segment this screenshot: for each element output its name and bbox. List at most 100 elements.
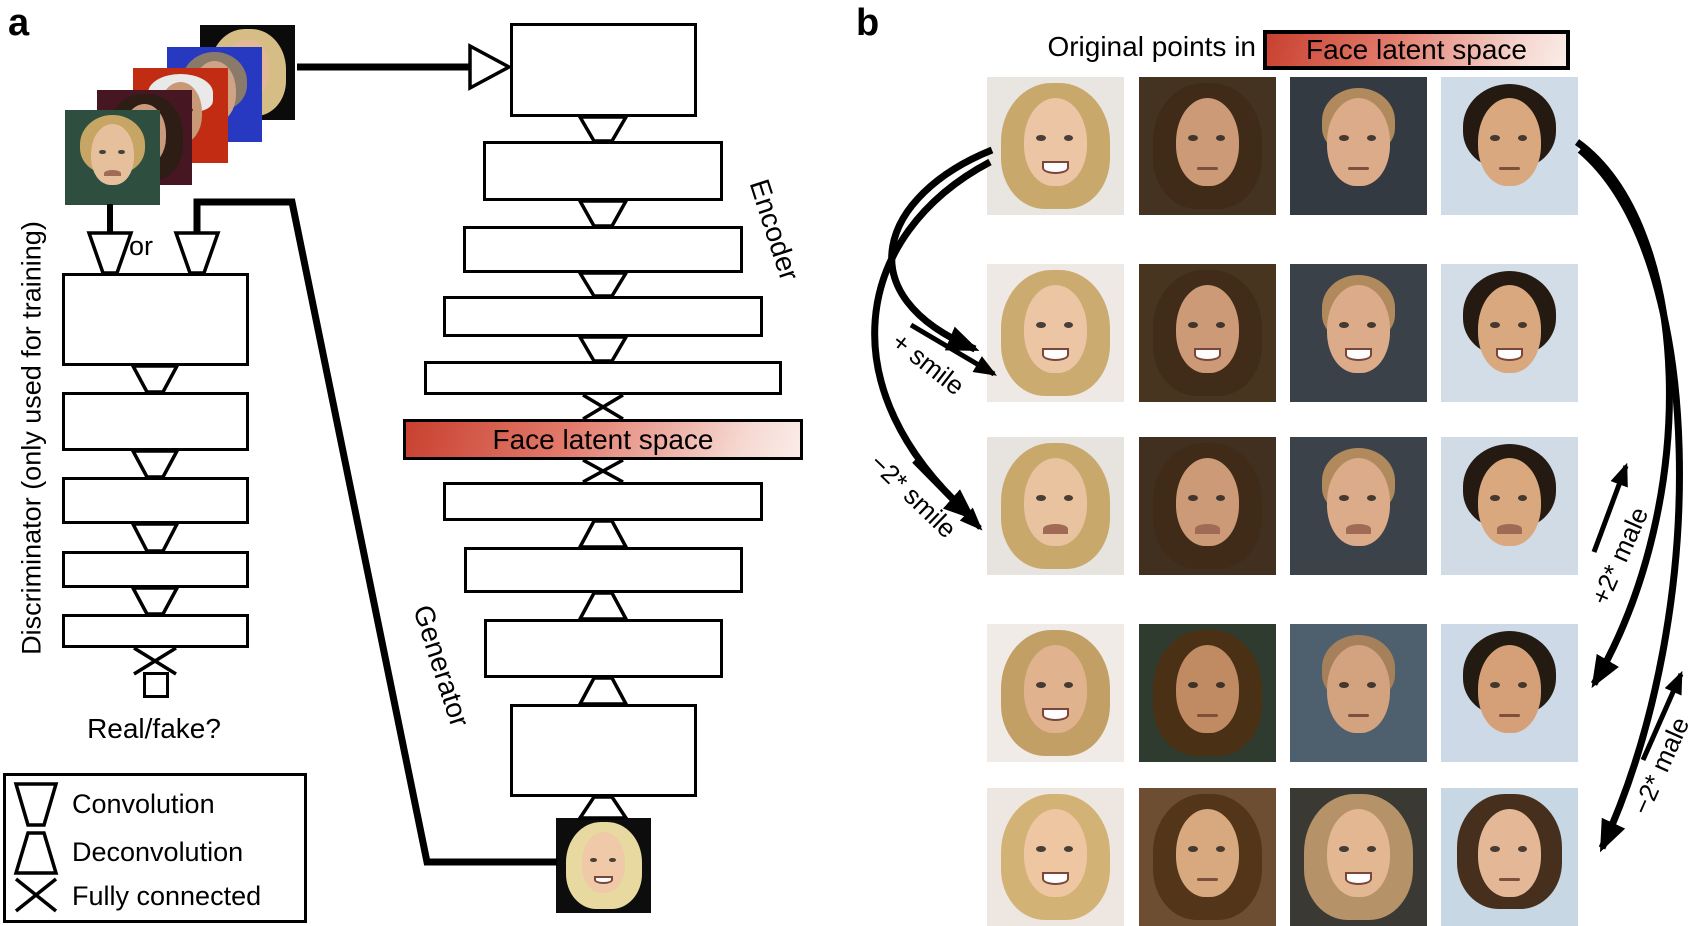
left-eye — [1339, 494, 1349, 502]
left-eye — [1490, 321, 1500, 329]
left-eye — [1490, 134, 1500, 142]
face-row1-col1 — [987, 77, 1124, 215]
right-eye — [1063, 321, 1074, 329]
mouth — [1495, 348, 1524, 361]
legend-label-fully-connected: Fully connected — [72, 881, 262, 911]
mouth — [1344, 348, 1373, 361]
left-eye — [1188, 845, 1198, 853]
mouth — [1041, 708, 1070, 721]
minus-2-smile-label: −2* smile — [864, 447, 963, 544]
encoder-layer-1 — [510, 23, 697, 117]
left-eye — [1339, 681, 1349, 689]
left-eye — [1188, 321, 1198, 329]
generator-layer-2 — [464, 547, 743, 593]
deconvolution-icon — [577, 591, 629, 621]
mouth — [594, 875, 613, 885]
face — [1477, 808, 1541, 897]
encoder-layer-2 — [483, 141, 723, 201]
mouth — [1498, 713, 1521, 717]
right-eye — [1215, 681, 1226, 689]
discriminator-layer-2 — [62, 392, 249, 451]
right-eye — [1215, 134, 1226, 142]
left-eye — [590, 857, 597, 863]
right-eye — [1517, 321, 1528, 329]
discriminator-layer-5 — [62, 614, 249, 648]
encoder-layer-3 — [463, 226, 743, 273]
left-eye — [1188, 134, 1198, 142]
face-row3-col2 — [1139, 437, 1276, 575]
face-row4-col1 — [987, 624, 1124, 762]
face-row2-col3 — [1290, 264, 1427, 402]
generator-label: Generator — [407, 601, 476, 731]
panel-b-label: b — [856, 2, 880, 44]
face-row5-col1 — [987, 788, 1124, 926]
discriminator-layer-3 — [62, 477, 249, 524]
generated-image — [556, 818, 651, 913]
mouth — [1041, 161, 1070, 174]
convolution-icon — [86, 231, 134, 275]
face-latent-space-badge-label: Face latent space — [1305, 34, 1528, 65]
left-eye — [1490, 494, 1500, 502]
right-eye — [1366, 134, 1377, 142]
panel-a-label: a — [8, 2, 30, 44]
left-eye — [1490, 681, 1500, 689]
left-eye — [1339, 845, 1349, 853]
left-eye — [1036, 134, 1046, 142]
left-eye — [99, 149, 106, 155]
discriminator-label: Discriminator (only used for training) — [16, 221, 47, 655]
fully-connected-icon — [582, 458, 624, 484]
face — [1175, 808, 1239, 897]
left-eye — [1339, 134, 1349, 142]
deconvolution-icon — [576, 795, 630, 820]
convolution-icon — [130, 449, 180, 479]
right-eye — [1517, 681, 1528, 689]
left-eye — [1490, 845, 1500, 853]
right-eye — [1366, 494, 1377, 502]
plus-smile-label: + smile — [886, 326, 971, 402]
encoder-layer-4 — [443, 296, 763, 337]
right-eye — [609, 857, 616, 863]
discriminator-layer-1 — [62, 273, 249, 366]
convolution-icon — [576, 335, 630, 363]
face — [1326, 97, 1390, 186]
encoder-layer-5 — [424, 361, 782, 395]
or-label: or — [129, 231, 154, 261]
deconvolution-icon — [577, 676, 629, 706]
left-eye — [1036, 321, 1046, 329]
face-row4-col2 — [1139, 624, 1276, 762]
left-eye — [1188, 494, 1198, 502]
convolution-icon — [173, 231, 221, 275]
encoder-input-arrow-icon — [468, 43, 513, 91]
convolution-icon — [130, 586, 180, 616]
plus-smile-arc-arrow — [888, 146, 994, 353]
mouth — [1043, 523, 1068, 534]
right-eye — [1063, 494, 1074, 502]
convolution-icon — [577, 199, 629, 228]
face-latent-space-badge: Face latent space — [1263, 30, 1570, 70]
right-eye — [1215, 494, 1226, 502]
real-fake-label: Real/fake? — [87, 713, 221, 744]
face-row4-col4 — [1441, 624, 1578, 762]
right-eye — [1215, 321, 1226, 329]
left-eye — [1339, 321, 1349, 329]
face-row2-col4 — [1441, 264, 1578, 402]
mouth — [1498, 877, 1521, 881]
convolution-icon — [130, 522, 180, 553]
discriminator-output-unit — [143, 672, 169, 698]
training-image-1 — [65, 110, 160, 205]
face — [1175, 644, 1239, 733]
original-points-label: Original points in — [1047, 31, 1256, 62]
mouth — [1041, 348, 1070, 361]
mouth — [1196, 166, 1219, 170]
discriminator-layer-4 — [62, 551, 249, 588]
face — [1477, 644, 1541, 733]
convolution-icon — [576, 271, 630, 298]
generator-layer-1 — [443, 482, 763, 521]
right-eye — [1215, 845, 1226, 853]
right-eye — [1366, 845, 1377, 853]
face-row1-col2 — [1139, 77, 1276, 215]
face-row1-col4 — [1441, 77, 1578, 215]
face — [1326, 644, 1390, 733]
convolution-icon — [130, 364, 180, 394]
